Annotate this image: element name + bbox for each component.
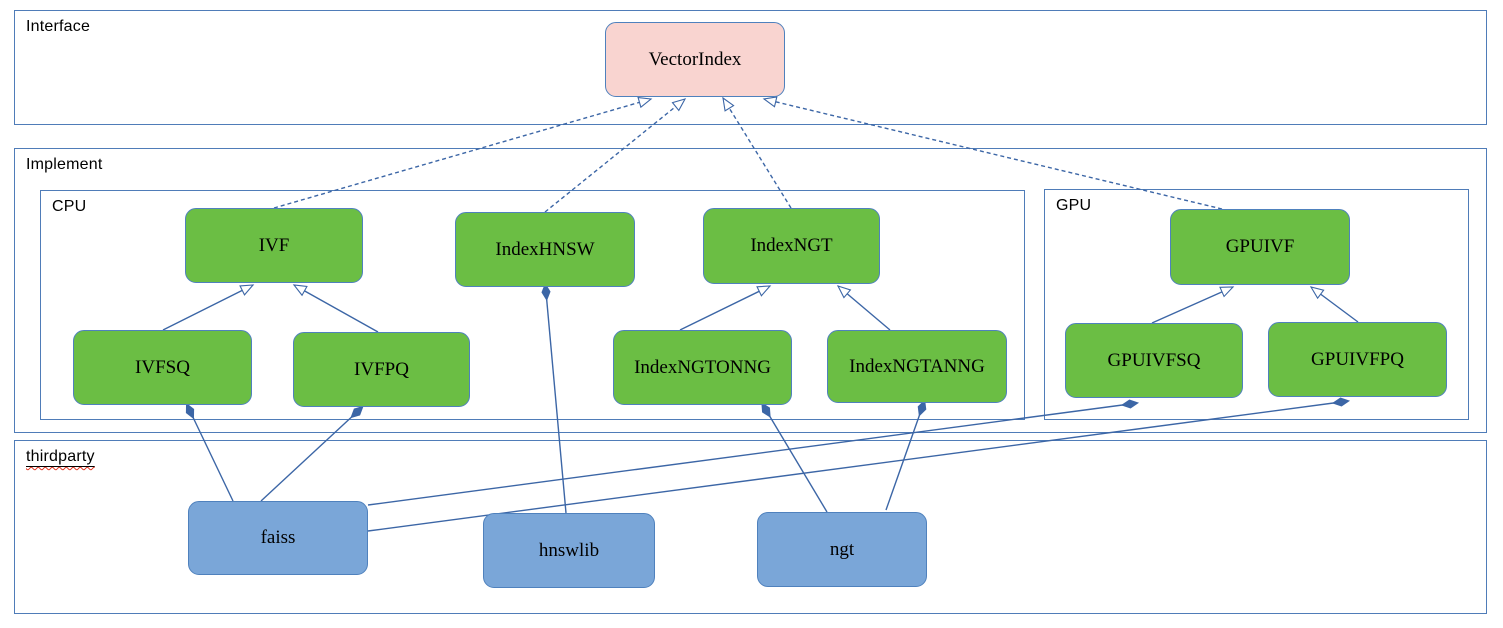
node-ivf[interactable]: IVF (185, 208, 363, 283)
edge-hnswlib-to-indexhnsw[interactable] (546, 292, 567, 514)
container-cpu[interactable]: CPU (40, 190, 1025, 420)
node-indexngt[interactable]: IndexNGT (703, 208, 880, 284)
container-thirdparty-label: thirdparty (26, 448, 95, 466)
edge-gpuivfpq-to-gpuivf[interactable] (1309, 286, 1359, 323)
node-ivfpq[interactable]: IVFPQ (293, 332, 470, 407)
node-faiss-label: faiss (260, 527, 296, 548)
node-vectorindex-label: VectorIndex (648, 48, 742, 70)
edge-ngt-to-indexngtonng[interactable] (766, 410, 828, 513)
edge-gpuivf-to-vectorindex[interactable] (762, 96, 1223, 210)
container-thirdparty-label-text: thirdparty (26, 448, 95, 465)
edge-ivf-to-vectorindex[interactable] (273, 96, 653, 209)
node-indexhnsw[interactable]: IndexHNSW (455, 212, 635, 287)
edge-faiss-to-gpuivfpq[interactable] (367, 402, 1341, 532)
node-gpuivf-label: GPUIVF (1225, 236, 1295, 257)
node-gpuivfpq-label: GPUIVFPQ (1311, 348, 1404, 370)
edge-indexhnsw-to-vectorindex[interactable] (544, 98, 687, 213)
node-ngt[interactable]: ngt (757, 512, 927, 587)
container-gpu[interactable]: GPU (1044, 189, 1469, 420)
node-indexngtanng[interactable]: IndexNGTANNG (827, 330, 1007, 403)
node-gpuivfsq-label: GPUIVFSQ (1107, 349, 1201, 371)
node-ivfsq[interactable]: IVFSQ (73, 330, 252, 405)
node-indexngtonng-label: IndexNGTONNG (634, 356, 771, 378)
node-vectorindex[interactable]: VectorIndex (605, 22, 785, 97)
node-indexngtonng[interactable]: IndexNGTONNG (613, 330, 792, 405)
edge-indexngtonng-to-indexngt[interactable] (679, 285, 772, 331)
container-interface-label: Interface (26, 18, 91, 35)
node-faiss[interactable]: faiss (188, 501, 368, 575)
edge-indexngt-to-vectorindex[interactable] (722, 96, 792, 209)
node-ivf-label: IVF (258, 234, 290, 256)
node-ivfsq-label: IVFSQ (135, 356, 190, 378)
node-gpuivfsq[interactable]: GPUIVFSQ (1065, 323, 1243, 398)
container-implement[interactable]: Implement (14, 148, 1487, 433)
node-indexngtanng-label: IndexNGTANNG (849, 355, 985, 377)
node-ivfpq-label: IVFPQ (354, 358, 409, 380)
node-hnswlib[interactable]: hnswlib (483, 513, 655, 588)
container-gpu-label: GPU (1056, 197, 1092, 214)
edge-ivfsq-to-ivf[interactable] (162, 284, 255, 331)
container-interface[interactable]: Interface (14, 10, 1487, 125)
edge-indexngtanng-to-indexngt[interactable] (836, 285, 891, 331)
edge-ngt-to-indexngtanng[interactable] (885, 408, 922, 511)
edge-ivfpq-to-ivf[interactable] (292, 284, 379, 333)
container-implement-label: Implement (26, 156, 103, 173)
edge-faiss-to-ivfpq[interactable] (260, 412, 357, 502)
node-gpuivfpq[interactable]: GPUIVFPQ (1268, 322, 1447, 397)
node-indexngt-label: IndexNGT (750, 235, 833, 256)
edge-faiss-to-ivfsq[interactable] (190, 411, 234, 502)
node-indexhnsw-label: IndexHNSW (495, 238, 595, 260)
node-hnswlib-label: hnswlib (538, 539, 600, 561)
node-gpuivf[interactable]: GPUIVF (1170, 209, 1350, 285)
container-cpu-label: CPU (52, 198, 87, 215)
node-ngt-label: ngt (829, 538, 855, 560)
container-thirdparty[interactable]: thirdparty (14, 440, 1487, 614)
edge-gpuivfsq-to-gpuivf[interactable] (1151, 286, 1235, 324)
edge-faiss-to-gpuivfsq[interactable] (367, 404, 1130, 506)
